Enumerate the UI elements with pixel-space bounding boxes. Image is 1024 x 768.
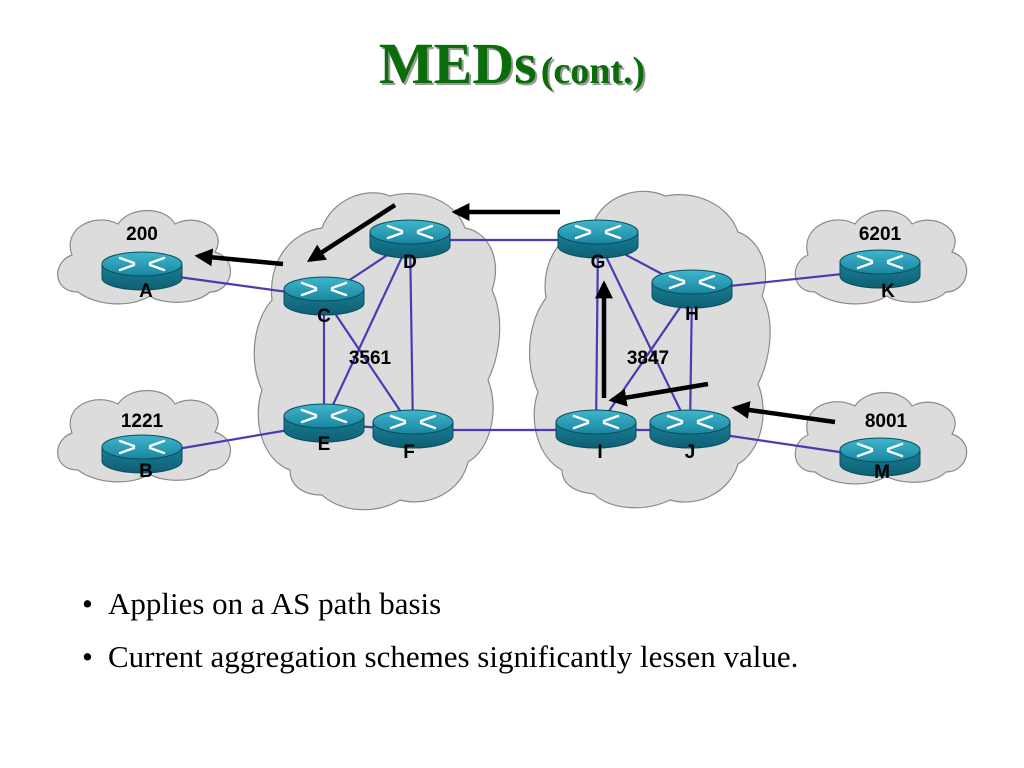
- bullet-item: Current aggregation schemes significantl…: [82, 636, 798, 689]
- router-m[interactable]: M: [839, 437, 921, 483]
- router-label-k: K: [881, 281, 895, 302]
- as-label-8001: 8001: [865, 411, 908, 432]
- router-h[interactable]: H: [651, 269, 733, 325]
- router-label-g: G: [591, 252, 606, 273]
- router-label-e: E: [318, 434, 331, 455]
- as-label-200: 200: [126, 224, 158, 245]
- router-j[interactable]: J: [649, 409, 731, 463]
- router-c[interactable]: C: [283, 276, 365, 327]
- arrow-to-c: [306, 203, 397, 262]
- routers: A B C D E F G H I J K M: [101, 219, 921, 483]
- router-e[interactable]: E: [283, 403, 365, 455]
- slide-title-sub: (cont.): [540, 50, 646, 92]
- as-label-1221: 1221: [121, 411, 164, 432]
- bullet-item: Applies on a AS path basis: [82, 583, 798, 636]
- as-label-6201: 6201: [859, 224, 902, 245]
- router-label-j: J: [685, 442, 696, 463]
- link-c-f: [322, 295, 415, 432]
- router-label-d: D: [403, 252, 417, 273]
- router-label-c: C: [317, 306, 331, 327]
- router-label-a: A: [139, 281, 153, 302]
- as-label-3561: 3561: [349, 348, 392, 369]
- router-d[interactable]: D: [369, 219, 451, 273]
- arrow-to-i: [608, 381, 709, 407]
- router-label-m: M: [874, 462, 890, 483]
- link-h-i: [594, 288, 694, 432]
- arrow-to-a: [194, 248, 284, 267]
- link-d-f: [408, 238, 415, 432]
- router-i[interactable]: I: [555, 409, 637, 463]
- bullet-list: Applies on a AS path basis Current aggre…: [82, 583, 798, 689]
- link-g-i: [594, 238, 600, 432]
- router-b[interactable]: B: [101, 434, 183, 482]
- router-k[interactable]: K: [839, 249, 921, 302]
- router-label-f: F: [403, 442, 415, 463]
- router-label-i: I: [597, 442, 602, 463]
- router-g[interactable]: G: [557, 219, 639, 273]
- link-g-j: [596, 238, 692, 432]
- router-f[interactable]: F: [372, 409, 454, 463]
- network-diagram: A B C D E F G H I J K M 200 1221 3561 3847 6201 800…: [57, 190, 968, 511]
- router-a[interactable]: A: [101, 251, 183, 302]
- link-d-e: [322, 238, 412, 426]
- router-label-b: B: [139, 461, 153, 482]
- arrow-to-j: [731, 401, 836, 425]
- as-label-3847: 3847: [627, 348, 669, 369]
- med-arrows: [194, 203, 836, 425]
- router-label-h: H: [685, 304, 699, 325]
- slide-title-main: MEDs: [378, 31, 537, 96]
- link-h-j: [688, 288, 694, 432]
- slide-title: MEDs (cont.): [0, 30, 1024, 97]
